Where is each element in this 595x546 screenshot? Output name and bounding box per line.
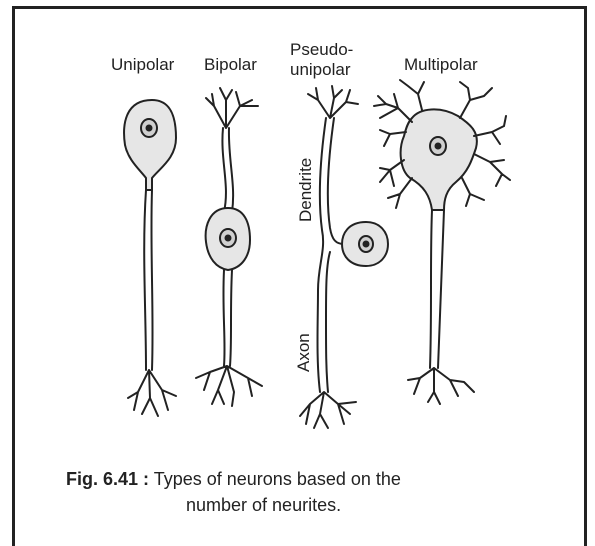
caption-separator: : xyxy=(143,469,149,489)
pseudounipolar-process xyxy=(318,118,345,392)
unipolar-terminal-branches xyxy=(128,370,176,416)
unipolar-axon xyxy=(144,190,152,370)
multipolar-neuron xyxy=(374,80,510,404)
caption-text-line2: number of neurites. xyxy=(186,495,341,515)
multipolar-axon xyxy=(430,210,444,368)
bipolar-dendrite-branches xyxy=(206,88,258,128)
pseudounipolar-neuron xyxy=(300,86,388,428)
figure-caption: Fig. 6.41 : Types of neurons based on th… xyxy=(66,466,546,518)
pseudounipolar-terminal-branches xyxy=(300,392,356,428)
multipolar-cell-body xyxy=(401,109,477,210)
caption-text-line1: Types of neurons based on the xyxy=(154,469,401,489)
label-pseudo-line2: unipolar xyxy=(290,60,351,80)
bipolar-neuron xyxy=(196,88,262,406)
label-dendrite: Dendrite xyxy=(296,158,316,222)
label-pseudo-line1: Pseudo- xyxy=(290,40,353,60)
multipolar-terminal-branches xyxy=(408,368,474,404)
bipolar-terminal-branches xyxy=(196,366,262,406)
label-multipolar: Multipolar xyxy=(404,55,478,75)
figure-number: Fig. 6.41 xyxy=(66,469,138,489)
unipolar-neuron xyxy=(124,100,176,416)
bipolar-dendrite xyxy=(222,128,233,212)
pseudounipolar-dendrite-branches xyxy=(308,86,358,118)
bipolar-axon xyxy=(223,270,232,366)
label-axon: Axon xyxy=(294,333,314,372)
caption-line-2: number of neurites. xyxy=(66,492,546,518)
caption-line-1: Fig. 6.41 : Types of neurons based on th… xyxy=(66,466,546,492)
label-unipolar: Unipolar xyxy=(111,55,174,75)
label-bipolar: Bipolar xyxy=(204,55,257,75)
unipolar-cell-body xyxy=(124,100,176,190)
